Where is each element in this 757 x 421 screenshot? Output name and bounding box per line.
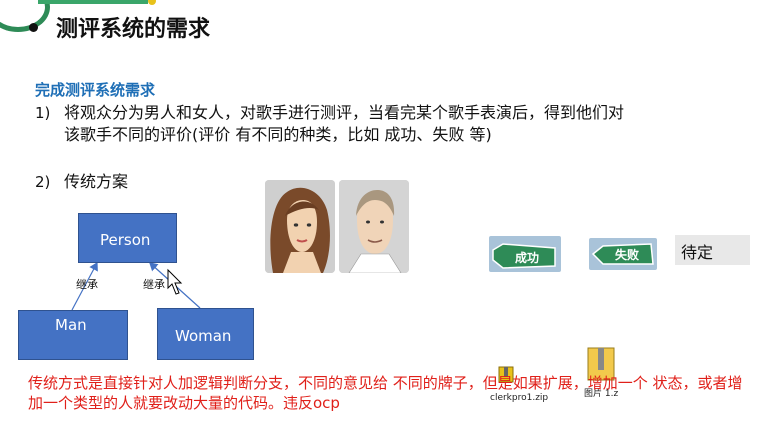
person-class-box: Person: [78, 213, 177, 263]
inherit-label-right: 继承: [143, 278, 165, 291]
zip-file-icon[interactable]: [498, 365, 514, 387]
item1-line1: 将观众分为男人和女人，对歌手进行测评，当看完某个歌手表演后，得到他们对: [64, 103, 625, 122]
pending-label: 待定: [681, 243, 714, 262]
person-label: Person: [100, 231, 151, 249]
image-file-icon[interactable]: [586, 346, 616, 386]
pending-box: 待定: [675, 235, 750, 265]
zip-file-label[interactable]: clerkpro1.zip: [490, 393, 549, 403]
item2-number: 2): [35, 173, 51, 191]
man-class-box: Man: [18, 310, 128, 360]
bullet-dot: [29, 23, 38, 32]
success-sign-text: 成功: [515, 250, 539, 265]
item2-text: 传统方案: [64, 172, 129, 191]
item1-number: 1): [35, 104, 51, 122]
man-face-image: [339, 180, 409, 273]
woman-label: Woman: [175, 327, 232, 345]
woman-face-image: [265, 180, 335, 273]
success-sign-image: 成功: [489, 236, 561, 272]
woman-class-box: Woman: [157, 308, 254, 360]
warning-note: 传统方式是直接针对人加逻辑判断分支，不同的意见给 不同的牌子，但是如果扩展，增加…: [28, 374, 743, 412]
section-subheading: 完成测评系统需求: [35, 81, 156, 99]
fail-sign-text: 失败: [615, 247, 639, 262]
image-file-label[interactable]: 图片 1.z: [584, 389, 619, 399]
logo-arc: [0, 0, 50, 32]
inherit-label-left: 继承: [76, 278, 98, 291]
page-title: 测评系统的需求: [56, 17, 211, 42]
item1-line2: 该歌手不同的评价(评价 有不同的种类，比如 成功、失败 等): [64, 125, 492, 144]
fail-sign-image: 失败: [589, 238, 657, 270]
logo-bar: [38, 0, 148, 4]
logo-dot: [148, 0, 156, 5]
man-label: Man: [55, 316, 87, 334]
